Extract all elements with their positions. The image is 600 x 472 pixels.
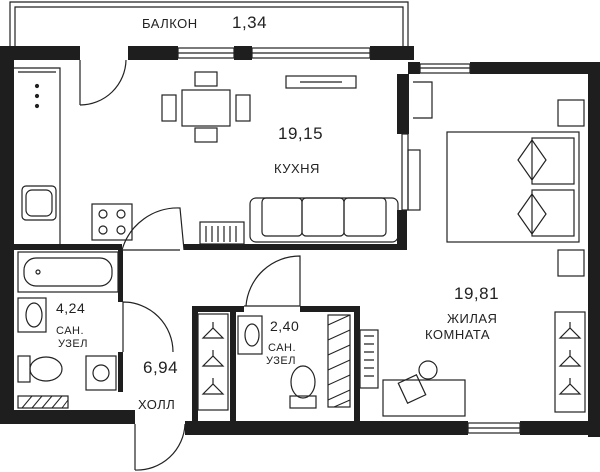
stove-icon: [91, 203, 133, 241]
hall-area: 6,94: [143, 358, 179, 377]
radiator-icon: [199, 221, 245, 245]
living-area: 19,81: [454, 284, 500, 303]
balcony-name: БАЛКОН: [142, 16, 198, 31]
kitchen-counter: [14, 67, 61, 244]
toilet-icon: [289, 365, 317, 409]
fridge-icon: [34, 83, 40, 109]
tv-icon: [285, 75, 357, 89]
desk-icon: [382, 360, 466, 417]
living-name-line2: КОМНАТА: [425, 327, 491, 342]
toilet-icon: [17, 355, 63, 383]
door-swing-icon: [79, 59, 409, 471]
living-name-line1: ЖИЛАЯ: [447, 311, 498, 326]
balcony-area: 1,34: [232, 13, 268, 32]
hanger-icon: [197, 313, 229, 411]
dining-table-icon: [161, 71, 251, 143]
hall-name: ХОЛЛ: [138, 397, 176, 412]
walls: [0, 46, 600, 437]
radiator-icon: [359, 329, 379, 389]
sink-icon: [21, 185, 57, 221]
bath2-area: 2,40: [270, 318, 300, 334]
ventilation-shaft: [17, 314, 351, 409]
wall-sink-icon: [413, 81, 433, 119]
tv-icon: [407, 149, 421, 211]
hanger-icon: [554, 311, 586, 413]
nightstand-icon: [557, 99, 585, 277]
bath1-area: 4,24: [56, 300, 86, 316]
washing-machine-icon: [85, 355, 117, 391]
bath2-name-line1: САН.: [268, 342, 297, 354]
sink-icon: [17, 297, 47, 333]
kitchen-name: КУХНЯ: [274, 161, 320, 176]
bath2-name-line2: УЗЕЛ: [266, 355, 296, 367]
bathtub-icon: [17, 251, 119, 293]
balcony-outline: [9, 1, 409, 48]
bath1-name-line2: УЗЕЛ: [58, 338, 88, 350]
double-bed-icon: [446, 131, 580, 243]
bath1-name-line1: САН.: [56, 325, 85, 337]
sink-icon: [237, 315, 263, 355]
kitchen-area: 19,15: [278, 124, 324, 143]
sofa-icon: [249, 197, 399, 243]
